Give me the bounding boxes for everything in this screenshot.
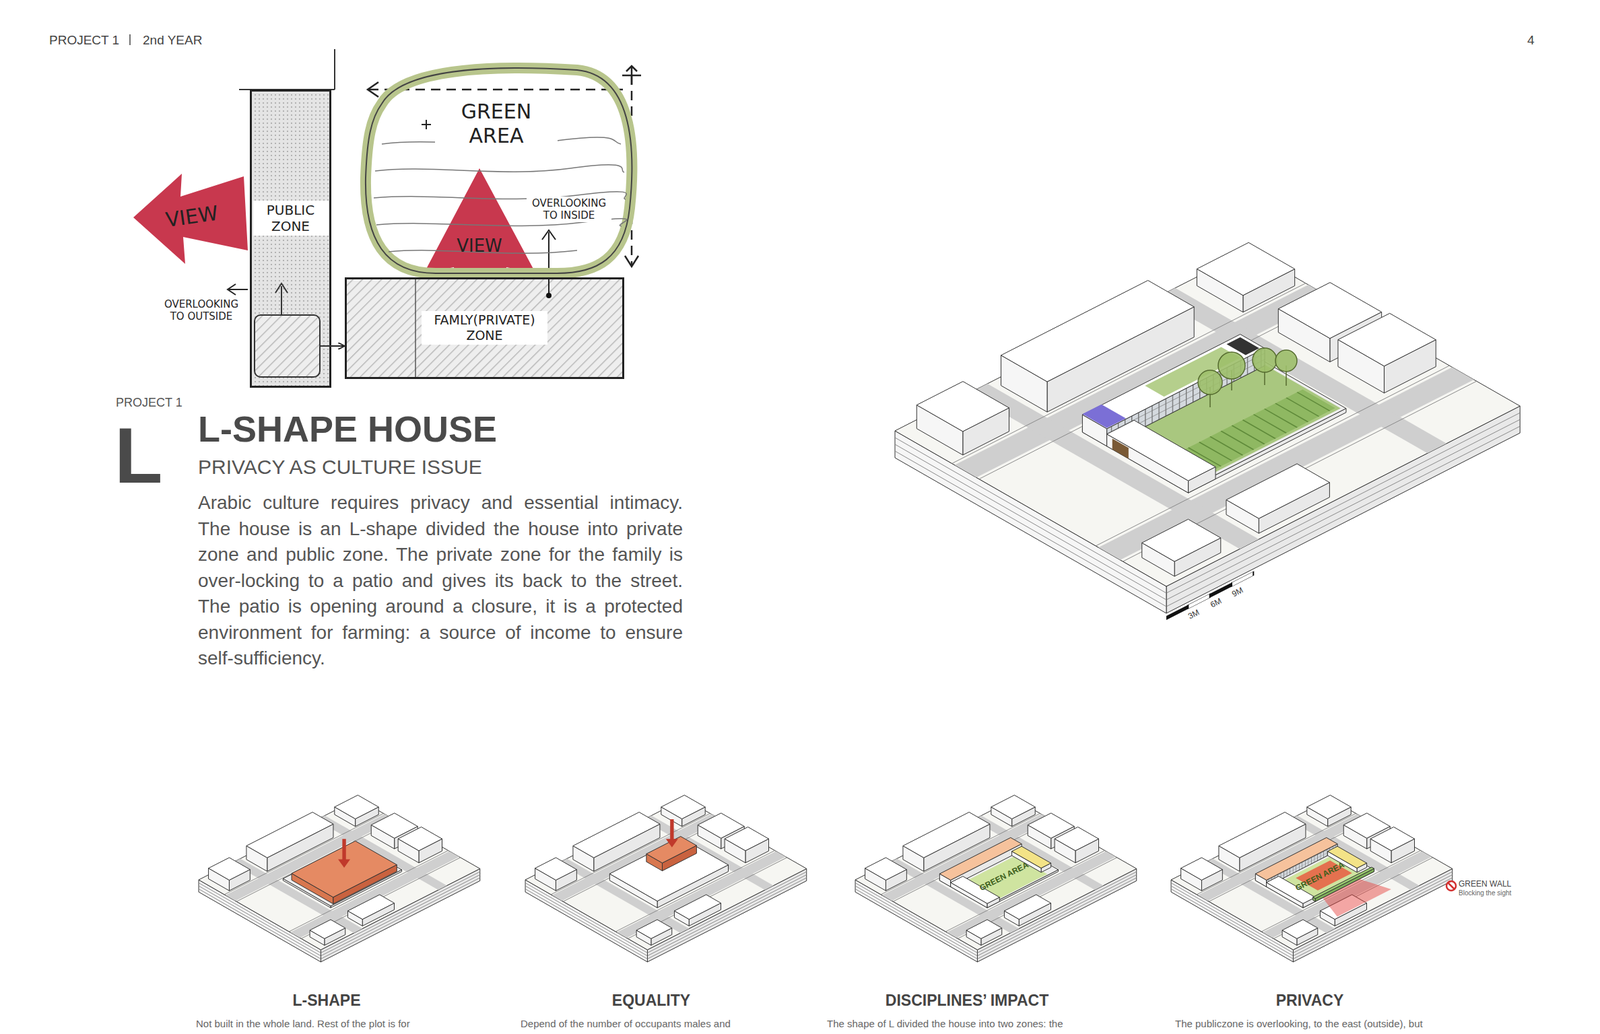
- panel-l-shape: [198, 795, 481, 963]
- panel-equality: [525, 795, 807, 963]
- panel-disciplines: [855, 795, 1137, 963]
- header-text: PROJECT 1: [49, 32, 120, 49]
- public-zone-outline: [249, 89, 332, 388]
- panel-text: The shape of L divided the house into tw…: [826, 1018, 1064, 1031]
- axonometric-view: [1082, 334, 1265, 429]
- scale-bar: [1187, 593, 1210, 609]
- no-sight-icon: [1446, 881, 1456, 891]
- scale-bar: [1166, 571, 1254, 621]
- project-label: PROJECT 1: [115, 395, 183, 411]
- sketch-note: OVERLOOKING TO INSIDE: [526, 196, 612, 223]
- subtitle: PRIVACY AS CULTURE ISSUE: [197, 455, 483, 480]
- public-zone-drawing: [254, 315, 320, 378]
- panel-disciplines: [855, 795, 1137, 963]
- axonometric-view: [1107, 420, 1216, 481]
- panel-privacy: [1171, 795, 1453, 963]
- concept-sketch: [367, 82, 379, 97]
- axonometric-view: [1183, 389, 1336, 469]
- tree: [1197, 348, 1297, 408]
- panel-text: Not built in the whole land. Rest of the…: [195, 1018, 411, 1031]
- tree: [1252, 348, 1277, 373]
- zone-label: GREEN AREA: [435, 98, 558, 150]
- scale-label: 6M: [1208, 595, 1223, 610]
- private-zone-drawing: [414, 279, 417, 378]
- panel-caption: PRIVACY: [1276, 991, 1345, 1011]
- panel-caption: DISCIPLINES’ IMPACT: [885, 991, 1049, 1011]
- axonometric-view: [1144, 337, 1260, 397]
- panel-caption: EQUALITY: [612, 991, 691, 1011]
- concept-sketch: [227, 284, 248, 295]
- view-label: VIEW: [456, 235, 503, 257]
- public-zone-drawing: [319, 345, 332, 347]
- axonometric-view: [1082, 404, 1126, 429]
- public-zone-drawing: [275, 283, 288, 316]
- concept-sketch: [133, 49, 642, 295]
- no-sight-icon: [1447, 882, 1455, 890]
- body-text: Arabic culture requires privacy and esse…: [197, 490, 683, 673]
- axonometric-view: [894, 242, 1520, 614]
- zone-label: FAMLY(PRIVATE) ZONE: [421, 311, 548, 345]
- initial-letter: L: [114, 416, 163, 495]
- panel-text: The publiczone is overlooking, to the ea…: [1175, 1018, 1423, 1031]
- panel-equality: [670, 819, 674, 842]
- public-zone-drawing: [251, 90, 331, 388]
- green-area-blob-drawing: [365, 68, 633, 274]
- header-text: 2nd YEAR: [142, 32, 203, 49]
- scale-bar: [1166, 605, 1188, 621]
- private-zone-drawing: [546, 292, 552, 299]
- tree: [1275, 350, 1297, 372]
- private-zone-drawing: [548, 277, 550, 296]
- panel-caption: L-SHAPE: [292, 991, 361, 1011]
- no-sight-icon: [1446, 881, 1456, 891]
- private-zone: FAMLY(PRIVATE) ZONE: [344, 277, 625, 380]
- green-area-blob-drawing: [421, 119, 431, 130]
- scale-bar: [1210, 583, 1232, 598]
- axonometric-view: [1188, 392, 1330, 467]
- private-zone-drawing: [346, 278, 624, 379]
- panel-privacy: [1171, 795, 1453, 963]
- panel-text: Depend of the number of occupants males …: [520, 1018, 731, 1031]
- header-separator: [129, 34, 131, 46]
- green-area-blob-drawing: [365, 68, 633, 274]
- callout-note: Blocking the sight: [1458, 889, 1512, 898]
- scale-label: 3M: [1186, 607, 1201, 621]
- tree: [1218, 352, 1246, 380]
- zone-label: PUBLIC ZONE: [253, 200, 329, 236]
- zone-connector: [331, 345, 345, 347]
- view-arrow: [133, 173, 248, 264]
- callout-label: GREEN WALL: [1458, 879, 1512, 889]
- scale-bar: [1231, 571, 1254, 587]
- sketch-note: OVERLOOKING TO OUTSIDE: [158, 297, 244, 324]
- scale-label: 9M: [1230, 585, 1245, 599]
- tree: [1197, 370, 1223, 395]
- panel-l-shape: [342, 839, 346, 862]
- panel-equality: [665, 839, 679, 848]
- view-arrow: [424, 168, 536, 278]
- panel-equality: [646, 836, 697, 863]
- concept-sketch: [239, 49, 335, 90]
- panel-equality: [525, 795, 807, 963]
- page-number: 4: [1527, 32, 1535, 49]
- public-zone: PUBLIC ZONE: [249, 89, 332, 388]
- panel-l-shape: [338, 859, 351, 869]
- panel-l-shape: [198, 795, 481, 963]
- axonometric-view: [894, 242, 1520, 621]
- title: L-SHAPE HOUSE: [197, 408, 497, 450]
